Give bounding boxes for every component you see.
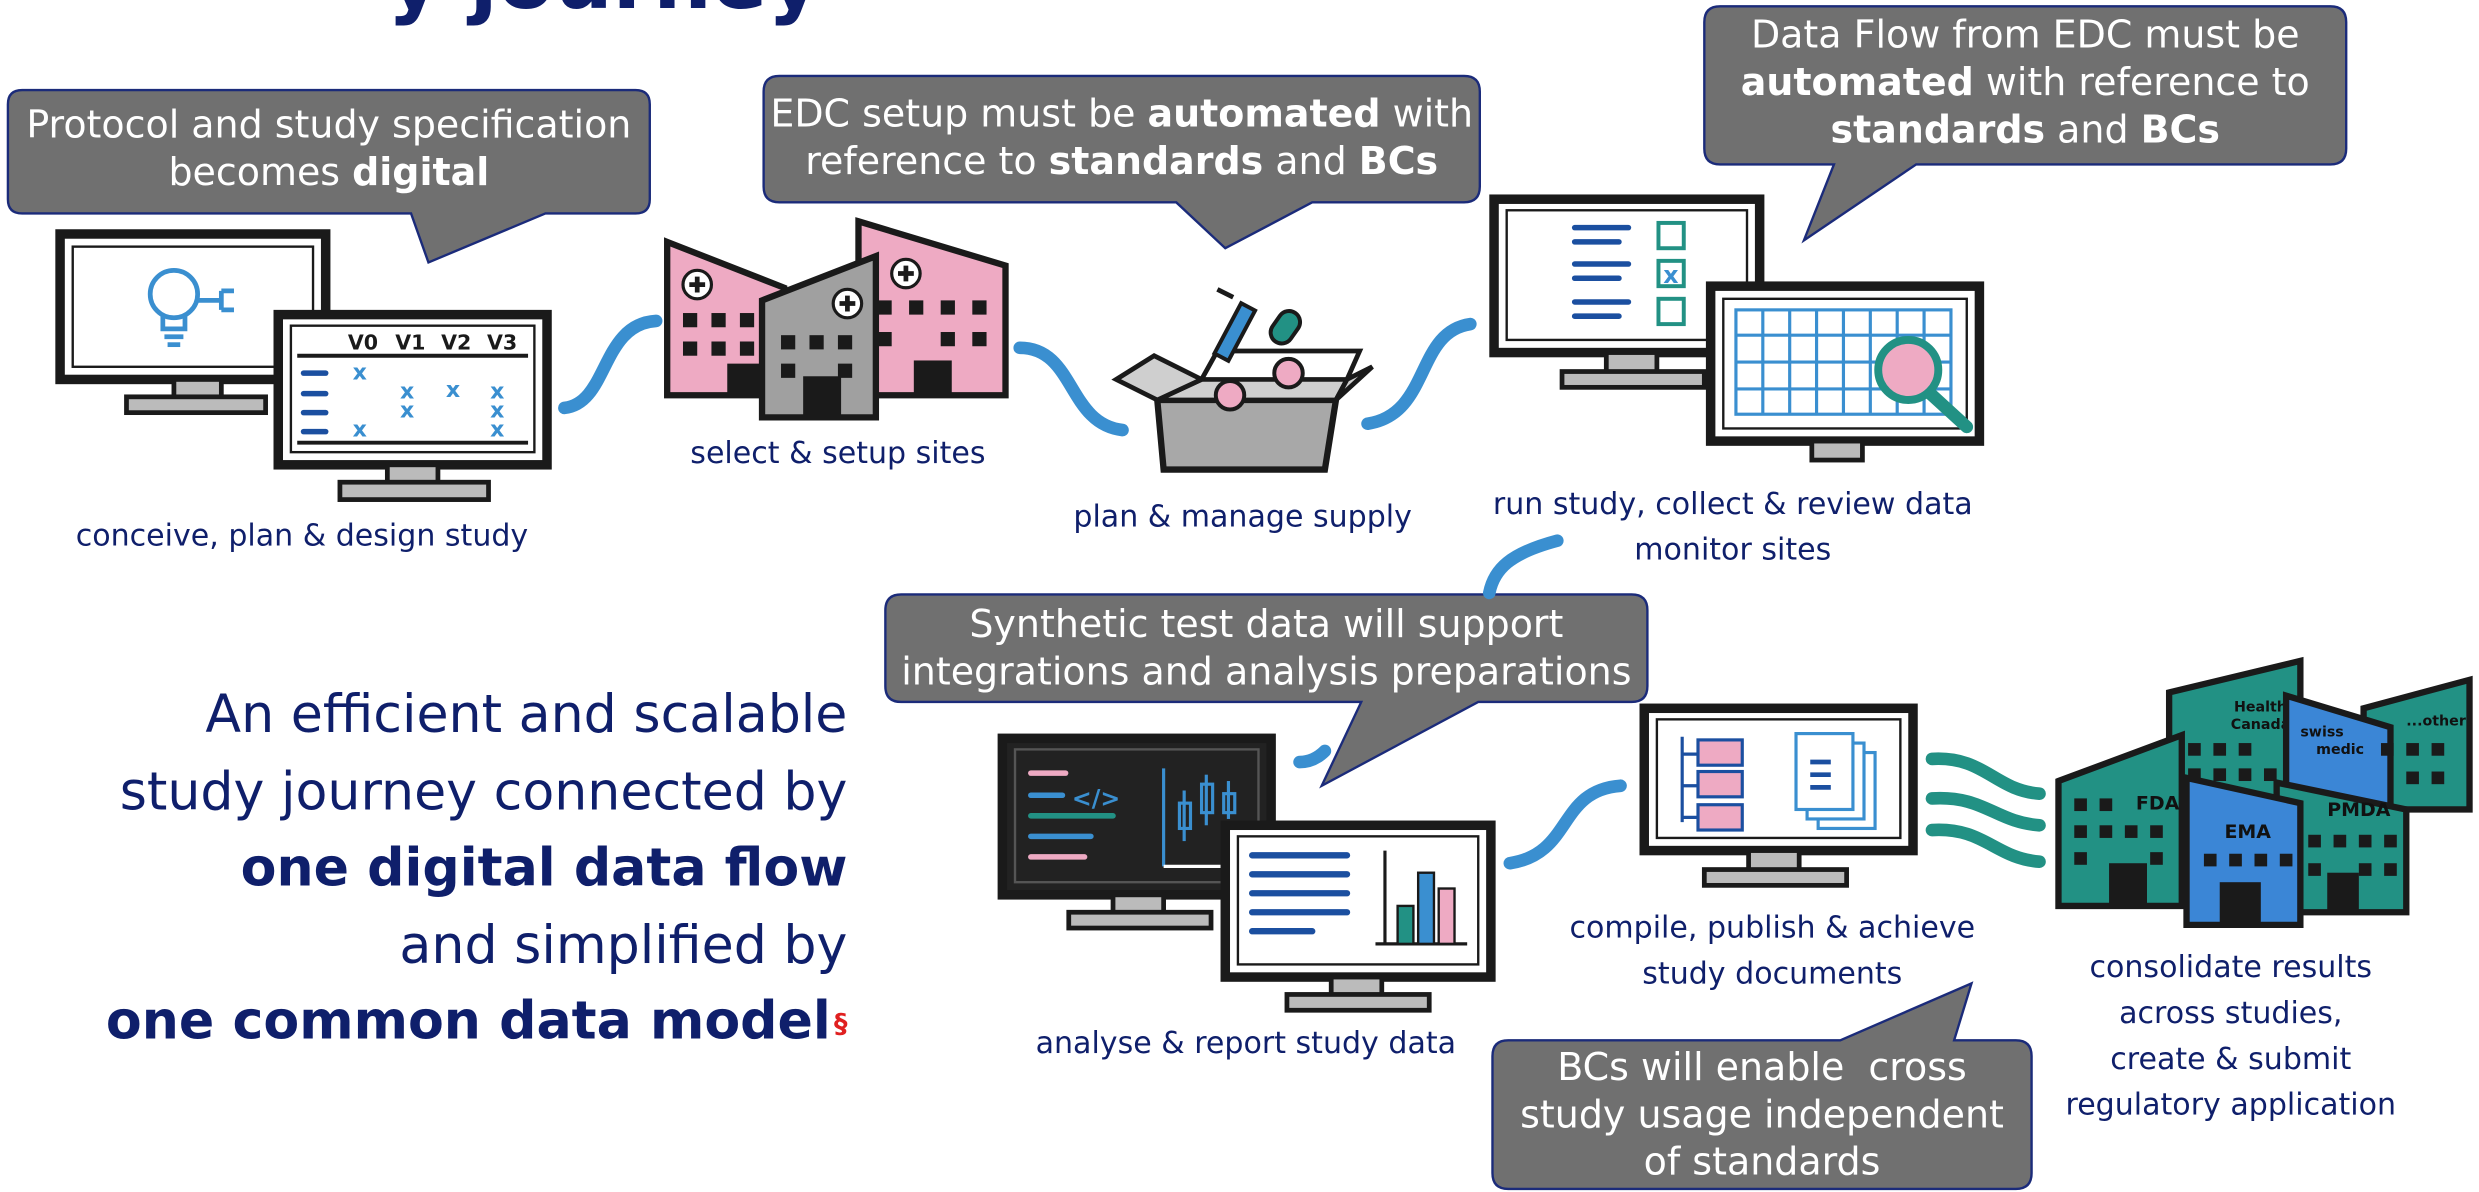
bubble-protocol-line1: Protocol and study specification (26, 102, 632, 148)
visit-header-v3: V3 (487, 330, 517, 354)
bubble-protocol-line2: becomes digital (168, 150, 490, 195)
step-consolidate-line3: create & submit (2110, 1041, 2352, 1077)
step-supply-label: plan & manage supply (1073, 499, 1412, 535)
step-analyse-label: analyse & report study data (1035, 1026, 1457, 1061)
bubble-bcs-line3: of standards (1643, 1139, 1881, 1185)
bubble-dataflow-line1: Data Flow from EDC must be (1750, 12, 2300, 57)
documents-icon (1794, 732, 1877, 831)
connector-design-sites (558, 314, 663, 415)
bubble-dataflow-line2: automated with reference to (1740, 60, 2310, 105)
tagline-line2: study journey connected by (119, 759, 848, 822)
footnote-mark: § (833, 1008, 848, 1041)
step-design-label: conceive, plan & design study (75, 518, 529, 554)
agency-label-swissmedic-2: medic (2316, 742, 2364, 758)
agency-label-ema: EMA (2224, 821, 2271, 843)
connector-supply-run (1361, 317, 1477, 431)
bar-chart-icon (1375, 850, 1468, 946)
regulatory-agencies-icon: Health Canada ...other swiss medic FDA P… (2055, 656, 2473, 929)
bubble-bcs (1491, 981, 2033, 1191)
bubble-bcs-line1: BCs will enable cross (1557, 1045, 1967, 1090)
step-compile-label: compile, publish & achieve study documen… (1557, 906, 1987, 998)
visit-header-v1: V1 (395, 330, 425, 354)
visit-header-v2: V2 (441, 330, 471, 354)
svg-text:x: x (490, 416, 504, 442)
agency-label-fda: FDA (2136, 792, 2180, 814)
bubble-bcs-line2: study usage independent (1520, 1092, 2004, 1137)
svg-text:x: x (490, 397, 504, 423)
monitor-run-front (1705, 281, 1985, 463)
monitor-compile (1639, 703, 1918, 888)
svg-text:x: x (446, 377, 460, 403)
bubble-synthetic-line1: Synthetic test data will support (969, 602, 1564, 647)
bubble-dataflow-line3: standards and BCs (1830, 107, 2220, 152)
bubble-protocol (6, 88, 651, 265)
svg-text:x: x (353, 359, 367, 385)
step-consolidate-line2: across studies, (2119, 996, 2343, 1031)
svg-text:x: x (490, 378, 504, 404)
tagline-line1: An efficient and scalable (205, 682, 848, 745)
title-fragment: y journey (387, 0, 821, 28)
bubble-synthetic (884, 593, 1649, 789)
bubble-dataflow (1703, 5, 2348, 244)
connector-run-analyse (1482, 534, 1564, 600)
tagline-line3: one digital data flow (240, 836, 848, 899)
syringe-icon (1211, 287, 1258, 364)
svg-text:x: x (1663, 261, 1678, 289)
code-icon: </> (1072, 784, 1120, 812)
agency-label-health-canada-1: Health (2234, 699, 2287, 715)
bubble-edc-line2: reference to standards and BCs (805, 139, 1439, 184)
supply-box-icon (1111, 287, 1374, 473)
tagline-line5: one common data model§ (105, 989, 848, 1052)
visit-header-v0: V0 (348, 330, 378, 354)
agency-label-health-canada-2: Canada (2231, 717, 2291, 733)
step-run-line2: monitor sites (1634, 532, 1832, 568)
bubble-edc (762, 74, 1482, 250)
step-compile-line1: compile, publish & achieve (1569, 910, 1976, 946)
connectors (558, 314, 1627, 870)
bubble-synthetic-line2: integrations and analysis preparations (901, 649, 1632, 695)
tagline-line4: and simplified by (399, 913, 848, 975)
tagline: An efficient and scalable study journey … (106, 677, 847, 1060)
folder-tree-icon (1680, 736, 1744, 832)
step-consolidate-line1: consolidate results (2089, 950, 2373, 985)
step-consolidate-label: consolidate results across studies, crea… (2047, 945, 2414, 1128)
lightbulb-icon (147, 267, 234, 348)
hospital-buildings-icon (664, 217, 1009, 421)
agency-label-other: ...other (2406, 714, 2466, 730)
svg-text:x: x (400, 397, 414, 423)
svg-text:x: x (353, 416, 367, 442)
connector-sites-supply (1013, 341, 1129, 437)
bubble-dataflow-text: Data Flow from EDC must be automated wit… (1704, 11, 2346, 153)
step-consolidate-line4: regulatory application (2065, 1087, 2397, 1123)
bubble-synthetic-text: Synthetic test data will support integra… (885, 601, 1647, 696)
bubble-bcs-text: BCs will enable cross study usage indepe… (1492, 1043, 2031, 1185)
step-run-line1: run study, collect & review data (1492, 486, 1973, 522)
step-compile-line2: study documents (1642, 956, 1903, 992)
bubble-protocol-text: Protocol and study specification becomes… (8, 101, 650, 196)
step-run-label: run study, collect & review data monitor… (1478, 482, 1987, 574)
magnifier-icon (1874, 335, 1974, 434)
bubble-edc-line1: EDC setup must be automated with (770, 91, 1474, 136)
svg-text:x: x (400, 378, 414, 404)
teal-flow-lines (1925, 752, 2046, 868)
bubble-edc-text: EDC setup must be automated with referen… (764, 90, 1480, 185)
agency-label-swissmedic-1: swiss (2300, 725, 2343, 741)
connector-analyse-compile (1503, 779, 1627, 870)
connector-synthetic-analyse (1293, 744, 1332, 769)
monitor-analyse-back: </> (997, 733, 1276, 931)
agency-label-pmda: PMDA (2327, 799, 2391, 821)
monitor-analyse-front (1220, 820, 1496, 1013)
step-sites-label: select & setup sites (690, 436, 986, 472)
